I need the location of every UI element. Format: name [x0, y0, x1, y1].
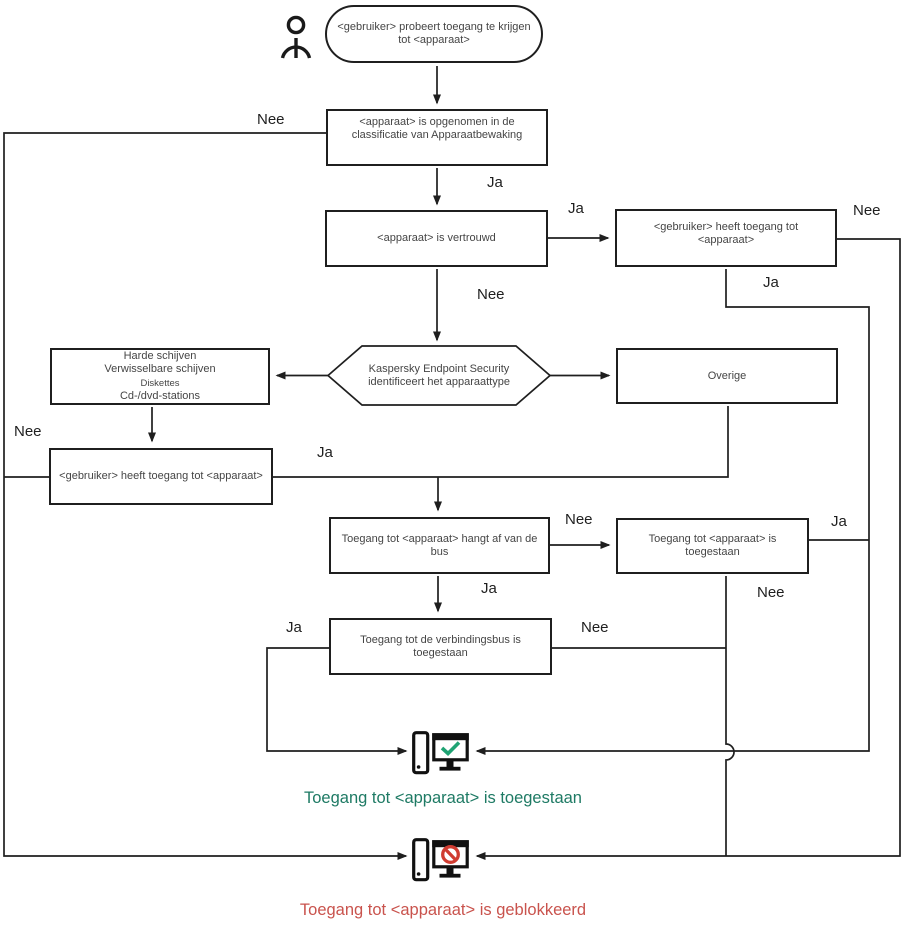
user-access-top-node: <gebruiker> heeft toegang tot <apparaat> [615, 209, 837, 267]
edge-label-user-access-top-ja: Ja [763, 274, 779, 291]
blocked-caption: Toegang tot <apparaat> is geblokkeerd [299, 901, 587, 919]
device-list-node: Harde schijven Verwisselbare schijven Di… [50, 348, 270, 405]
access-allowed-node: Toegang tot <apparaat> is toegestaan [616, 518, 809, 574]
start-node-label: <gebruiker> probeert toegang te krijgen … [337, 21, 531, 46]
device-type-hexagon-node: Kaspersky Endpoint Security identificeer… [346, 346, 532, 405]
user-icon [278, 14, 314, 65]
computer-check-icon [412, 731, 470, 784]
device-type-hexagon-label: Kaspersky Endpoint Security identificeer… [368, 362, 510, 388]
edge-label-connection-bus-ja: Ja [286, 619, 302, 636]
bus-dependency-node-label: Toegang tot <apparaat> hangt af van de b… [341, 532, 538, 558]
device-list-line: Diskettes [140, 377, 180, 389]
device-list-line: Cd-/dvd-stations [119, 390, 201, 402]
edge-label-bus-nee: Nee [565, 511, 593, 528]
classification-node-label: <apparaat> is opgenomen in de classifica… [351, 116, 523, 141]
user-access-top-node-label: <gebruiker> heeft toegang tot <apparaat> [653, 221, 799, 246]
trusted-node: <apparaat> is vertrouwd [325, 210, 548, 267]
edge-label-trusted-nee: Nee [477, 286, 505, 303]
edge-label-access-allowed-nee: Nee [757, 584, 785, 601]
edge-label-connection-bus-nee: Nee [581, 619, 609, 636]
device-list-line: Harde schijven [123, 349, 197, 362]
other-devices-node-label: Overige [707, 369, 747, 382]
trusted-node-label: <apparaat> is vertrouwd [377, 232, 496, 244]
edge-label-user-access-left-ja: Ja [317, 444, 333, 461]
prohibition-icon [441, 845, 460, 864]
edge-label-access-allowed-ja: Ja [831, 513, 847, 530]
classification-node: <apparaat> is opgenomen in de classifica… [326, 109, 548, 166]
user-access-left-node-label: <gebruiker> heeft toegang tot <apparaat> [59, 470, 263, 482]
other-devices-node: Overige [616, 348, 838, 404]
connection-bus-node-label: Toegang tot de verbindingsbus is toegest… [360, 633, 521, 659]
connection-bus-node: Toegang tot de verbindingsbus is toegest… [329, 618, 552, 675]
hexagon-shape [326, 345, 552, 406]
start-node: <gebruiker> probeert toegang te krijgen … [325, 5, 543, 63]
computer-prohibited-icon [412, 838, 470, 891]
edge-label-devices-nee: Nee [14, 423, 42, 440]
edge-label-bus-ja: Ja [481, 580, 497, 597]
edge-label-classification-ja: Ja [487, 174, 503, 191]
edge-label-classification-nee: Nee [257, 111, 285, 128]
edge-label-trusted-ja: Ja [568, 200, 584, 217]
allowed-caption: Toegang tot <apparaat> is toegestaan [304, 789, 582, 807]
edge-label-user-access-top-nee: Nee [853, 202, 881, 219]
access-allowed-node-label: Toegang tot <apparaat> is toegestaan [648, 533, 777, 558]
user-access-left-node: <gebruiker> heeft toegang tot <apparaat> [49, 448, 273, 505]
bus-dependency-node: Toegang tot <apparaat> hangt af van de b… [329, 517, 550, 574]
device-list-line: Verwisselbare schijven [104, 363, 216, 375]
check-icon [440, 741, 461, 756]
